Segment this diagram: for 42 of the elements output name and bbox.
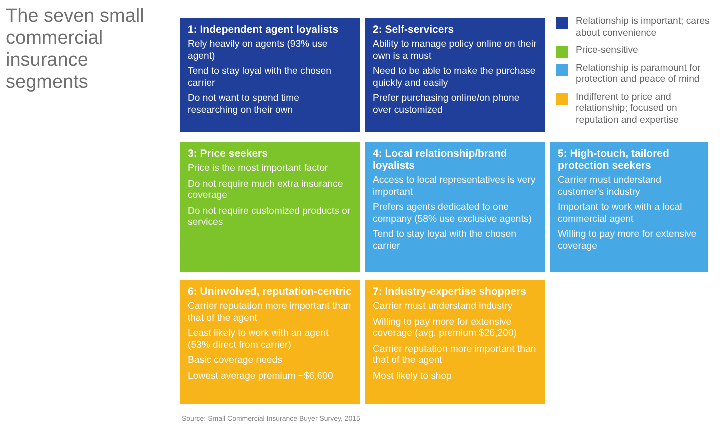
segment-heading: 3: Price seekers	[188, 148, 269, 160]
segment-trait: Willing to pay more for extensive coverage	[558, 229, 698, 252]
segment-trait: Tend to stay loyal with the chosen carrier	[188, 66, 332, 89]
segment-card	[180, 18, 360, 132]
segment-trait: Carrier must understand customer's industry	[558, 175, 662, 198]
segment-trait: Access to local representatives is very important	[373, 175, 537, 198]
segment-trait: Ability to manage policy online on their own is a must	[373, 39, 537, 62]
segment-heading: 4: Local relationship/brand loyalists	[373, 148, 508, 172]
segment-trait: Least likely to work with an agent (53% direct from carrier)	[188, 328, 330, 351]
segment-trait: Rely heavily on agents (93% use agent)	[188, 39, 329, 62]
legend-label: Relationship is paramount for protection and peace of mind	[576, 62, 702, 86]
segment-trait: Carrier must understand industry	[373, 301, 514, 312]
segment-trait: Lowest average premium ~$6,600	[188, 370, 334, 382]
segment-trait: Carrier reputation more important than that of the agent	[373, 344, 537, 366]
segment-card	[180, 280, 360, 404]
segment-trait: Most likely to shop	[373, 370, 453, 382]
segment-trait: Tend to stay loyal with the chosen carrier	[373, 229, 518, 252]
segment-heading: 6: Uninvolved, reputation-centric	[188, 286, 352, 298]
legend-label: Price-sensitive	[576, 45, 640, 56]
segment-heading: 2: Self-servicers	[373, 24, 456, 36]
segment-card	[550, 142, 708, 272]
legend-label: Indifferent to price and relationship; focused on reputation and expertise	[576, 92, 680, 126]
segment-heading: 5: High-touch, tailored protection seekers	[558, 148, 670, 172]
segment-trait: Do not want to spend time researching on their own	[188, 93, 300, 116]
legend-label: Relationship is important; cares about convenience	[576, 16, 711, 39]
segment-trait: Price is the most important factor	[188, 163, 330, 174]
segment-trait: Do not require much extra insurance coverage	[188, 178, 344, 202]
segment-trait: Important to work with a local commercial agent	[558, 202, 684, 225]
segment-card	[365, 280, 545, 404]
segment-trait: Carrier reputation more important than that of the agent	[188, 301, 352, 324]
segment-trait: Do not require customized products or services	[188, 206, 352, 228]
segment-trait: Prefers agents dedicated to one company (58% use exclusive agents)	[373, 202, 533, 225]
segment-card	[365, 142, 545, 272]
page-title: The seven small commercial insurance segments	[6, 6, 146, 94]
segment-card	[180, 142, 360, 272]
segment-trait: Willing to pay more for extensive coverage (avg. premium $26,200)	[373, 316, 518, 340]
segment-heading: 7: Industry-expertise shoppers	[373, 286, 528, 298]
segment-trait: Need to be able to make the purchase quickly and easily	[373, 66, 537, 89]
segment-heading: 1: Independent agent loyalists	[188, 24, 340, 36]
segment-trait: Basic coverage needs	[188, 355, 284, 366]
segment-card	[365, 18, 545, 132]
segment-trait: Prefer purchasing online/on phone over customized	[373, 93, 521, 116]
